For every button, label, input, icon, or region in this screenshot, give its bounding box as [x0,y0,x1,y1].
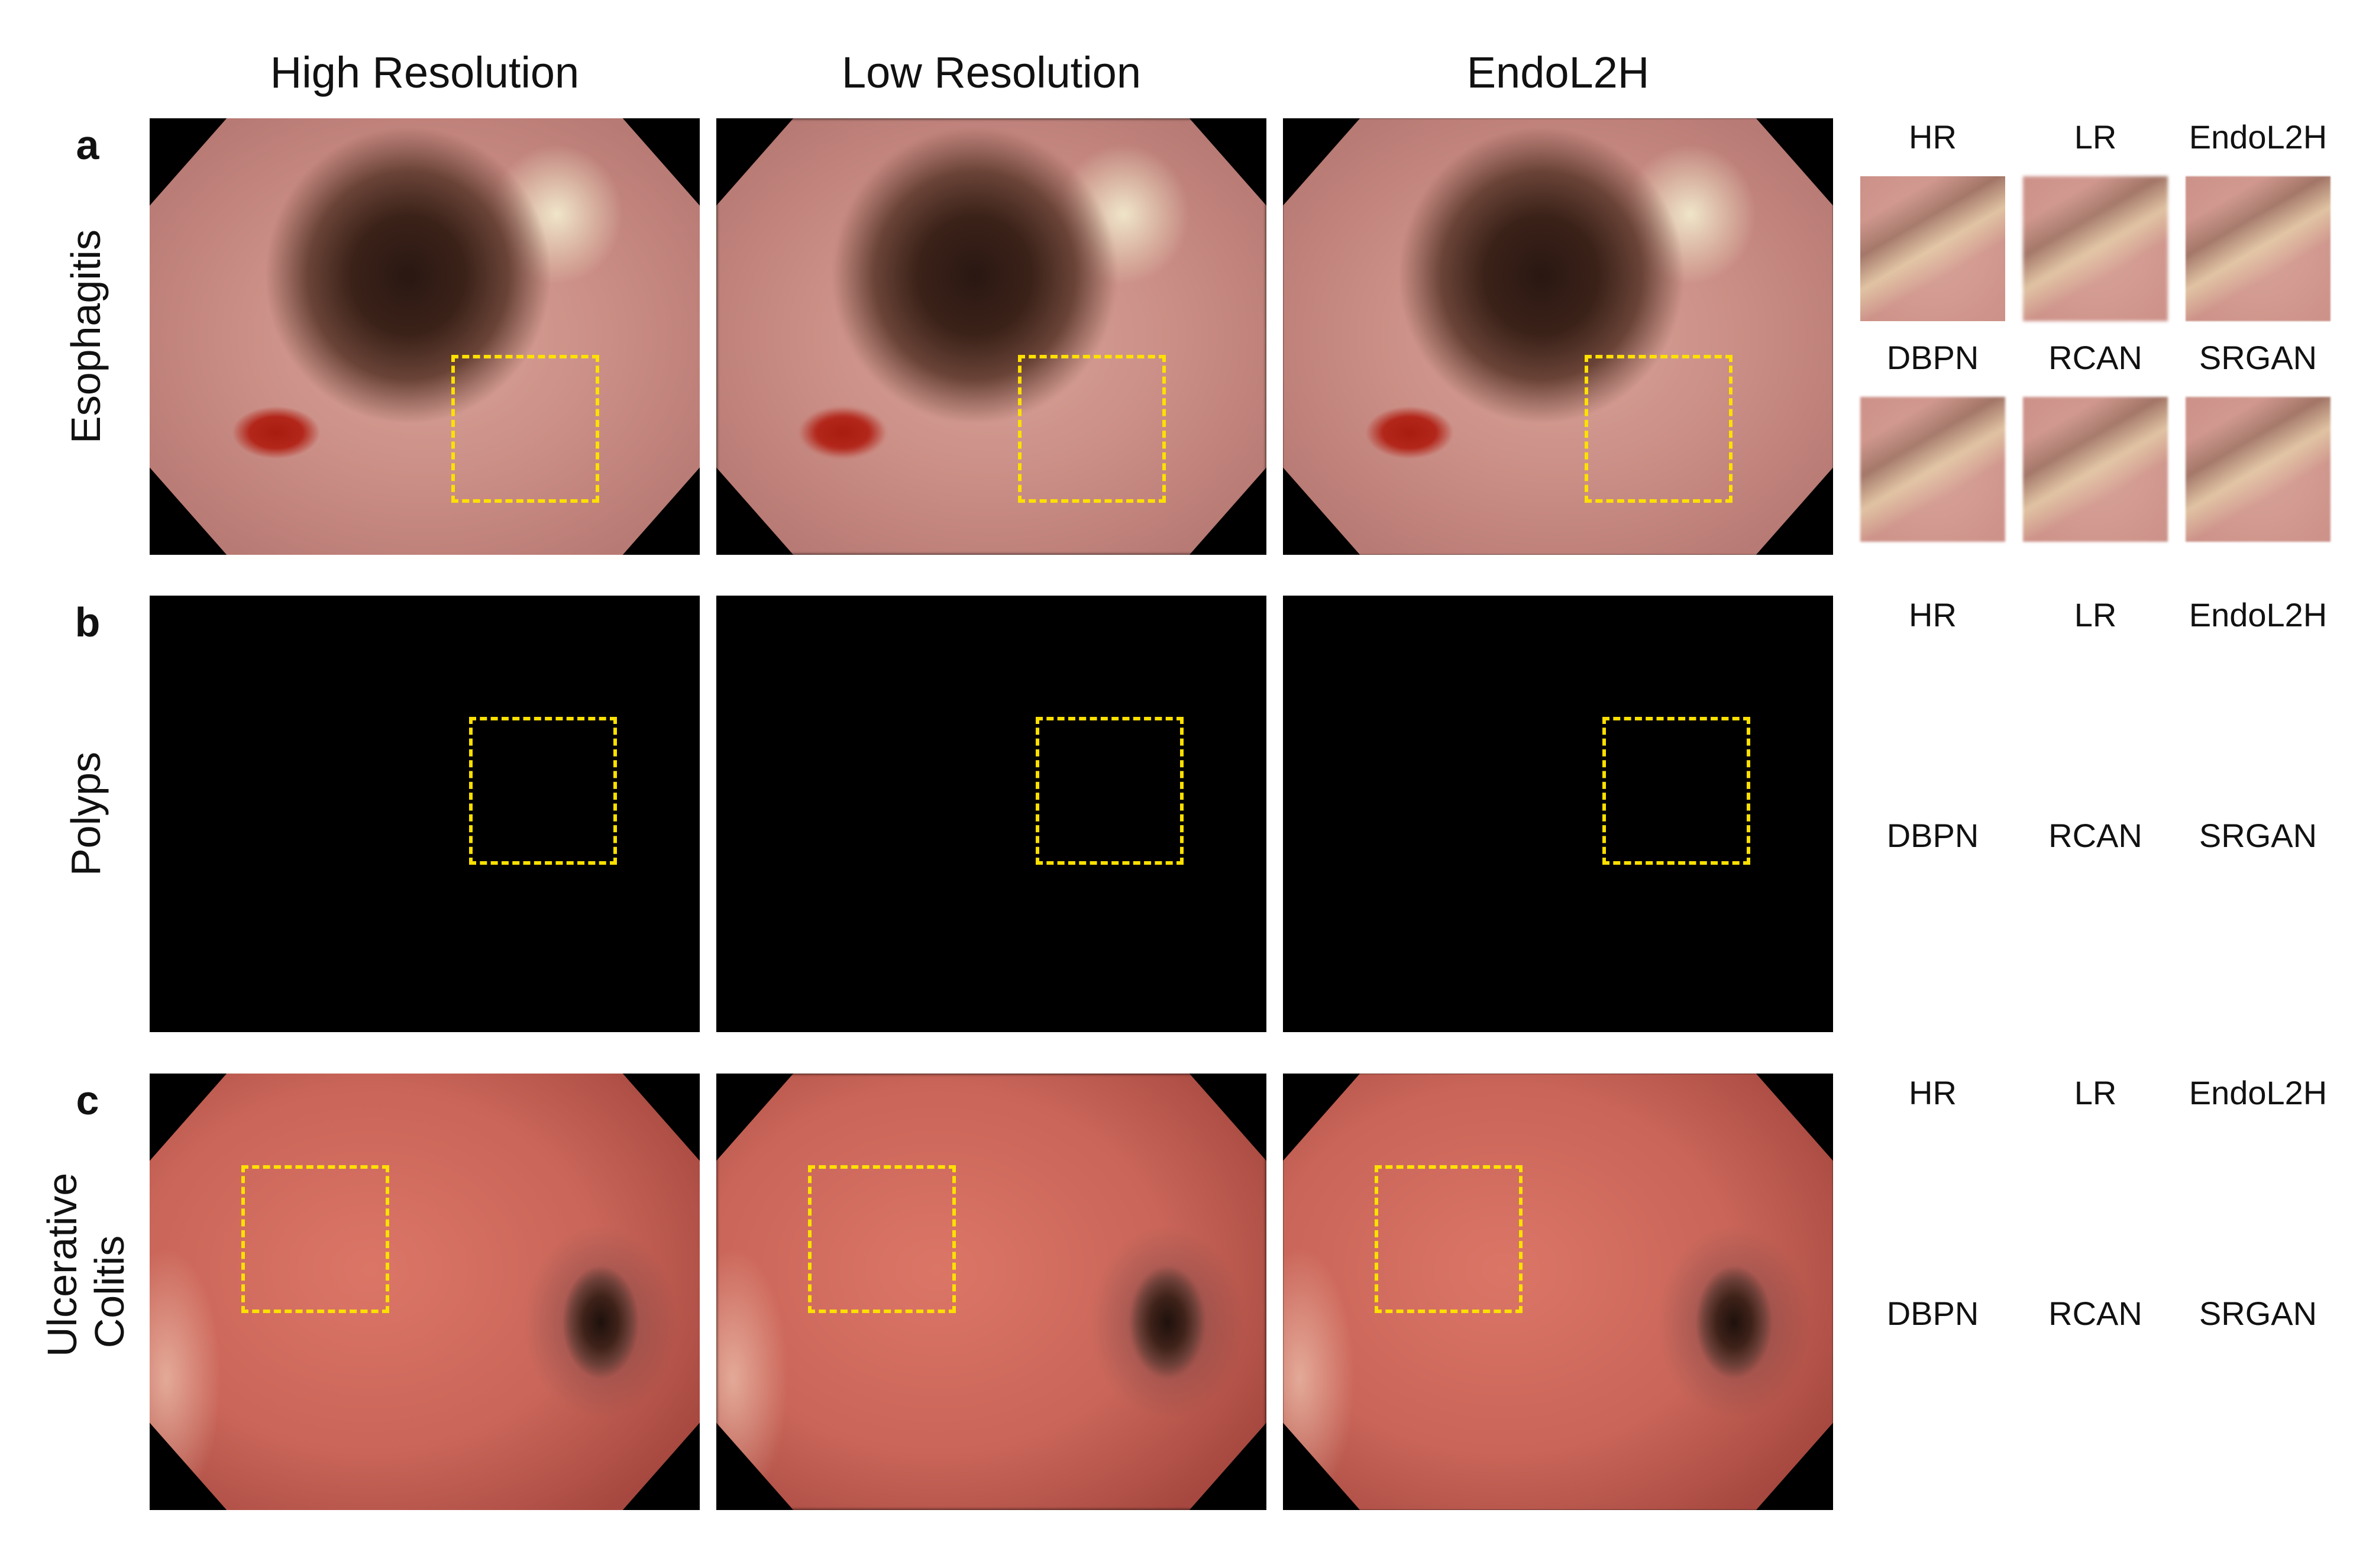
crop-label-dbpn: DBPN [1886,817,1979,854]
crop-polyps-srgan [2186,875,2331,1020]
column-title-low-resolution: Low Resolution [842,48,1141,97]
crop-label-lr: LR [2074,118,2117,156]
crop-polyps-rcan [2023,875,2168,1020]
crop-label-hr: HR [1909,118,1957,156]
roi-box [1036,717,1184,865]
panel-esophagitis-high-resolution [150,118,700,555]
row-letter-b: b [75,599,101,645]
crop-polyps-hr [1860,654,2005,799]
endoscopy-image [716,596,1266,1032]
panel-esophagitis-low-resolution [716,118,1266,555]
crop-esophagitis-hr [1860,176,2005,321]
crop-ulcerative-colitis-hr [1860,1132,2005,1277]
crop-label-rcan: RCAN [2048,339,2142,376]
crop-ulcerative-colitis-srgan [2186,1353,2331,1498]
panel-polyps-high-resolution [150,596,700,1032]
crop-label-dbpn: DBPN [1886,1295,1979,1332]
row-label-esophagitis: Esophagitis [63,229,109,444]
endoscopy-image [1283,1074,1833,1510]
endoscopy-image [1283,118,1833,555]
crop-label-dbpn: DBPN [1886,339,1979,376]
crop-label-srgan: SRGAN [2199,339,2317,376]
crop-ulcerative-colitis-lr [2023,1132,2168,1277]
panel-ulcerative-colitis-low-resolution [716,1074,1266,1510]
row-letter-a: a [76,122,99,168]
column-title-high-resolution: High Resolution [270,48,580,97]
crop-label-lr: LR [2074,1074,2117,1111]
crop-ulcerative-colitis-dbpn [1860,1353,2005,1498]
endoscopy-image [150,1074,700,1510]
crop-label-endol2h: EndoL2H [2189,596,2328,633]
crop-esophagitis-endol2h [2186,176,2331,321]
crop-label-rcan: RCAN [2048,1295,2142,1332]
crop-label-hr: HR [1909,596,1957,633]
panel-ulcerative-colitis-high-resolution [150,1074,700,1510]
crop-esophagitis-srgan [2186,397,2331,542]
crop-ulcerative-colitis-rcan [2023,1353,2168,1498]
column-title-endol2h: EndoL2H [1466,48,1650,97]
crop-esophagitis-lr [2023,176,2168,321]
endoscopy-image [716,1074,1266,1510]
roi-box [241,1165,389,1313]
panel-polyps-low-resolution [716,596,1266,1032]
crop-esophagitis-dbpn [1860,397,2005,542]
crop-label-srgan: SRGAN [2199,1295,2317,1332]
row-letter-c: c [76,1077,99,1123]
roi-box [451,355,599,503]
crop-label-lr: LR [2074,596,2117,633]
roi-box [808,1165,956,1313]
row-label-polyps: Polyps [62,751,109,877]
crop-polyps-endol2h [2186,654,2331,799]
crop-label-srgan: SRGAN [2199,817,2317,854]
endoscopy-image [716,118,1266,555]
roi-box [1585,355,1733,503]
endoscopy-image [150,118,700,555]
row-label-ulcerative-colitis: Ulcerative Colitis [39,1172,132,1357]
roi-box [469,717,617,865]
roi-box [1018,355,1166,503]
crop-label-endol2h: EndoL2H [2189,118,2328,156]
crop-polyps-dbpn [1860,875,2005,1020]
crop-label-endol2h: EndoL2H [2189,1074,2328,1111]
roi-box [1375,1165,1523,1313]
roi-box [1602,717,1750,865]
endoscopy-image [1283,596,1833,1032]
crop-label-hr: HR [1909,1074,1957,1111]
crop-polyps-lr [2023,654,2168,799]
crop-esophagitis-rcan [2023,397,2168,542]
endoscopy-image [150,596,700,1032]
panel-polyps-endol2h [1283,596,1833,1032]
crop-ulcerative-colitis-endol2h [2186,1132,2331,1277]
crop-label-rcan: RCAN [2048,817,2142,854]
panel-ulcerative-colitis-endol2h [1283,1074,1833,1510]
panel-esophagitis-endol2h [1283,118,1833,555]
